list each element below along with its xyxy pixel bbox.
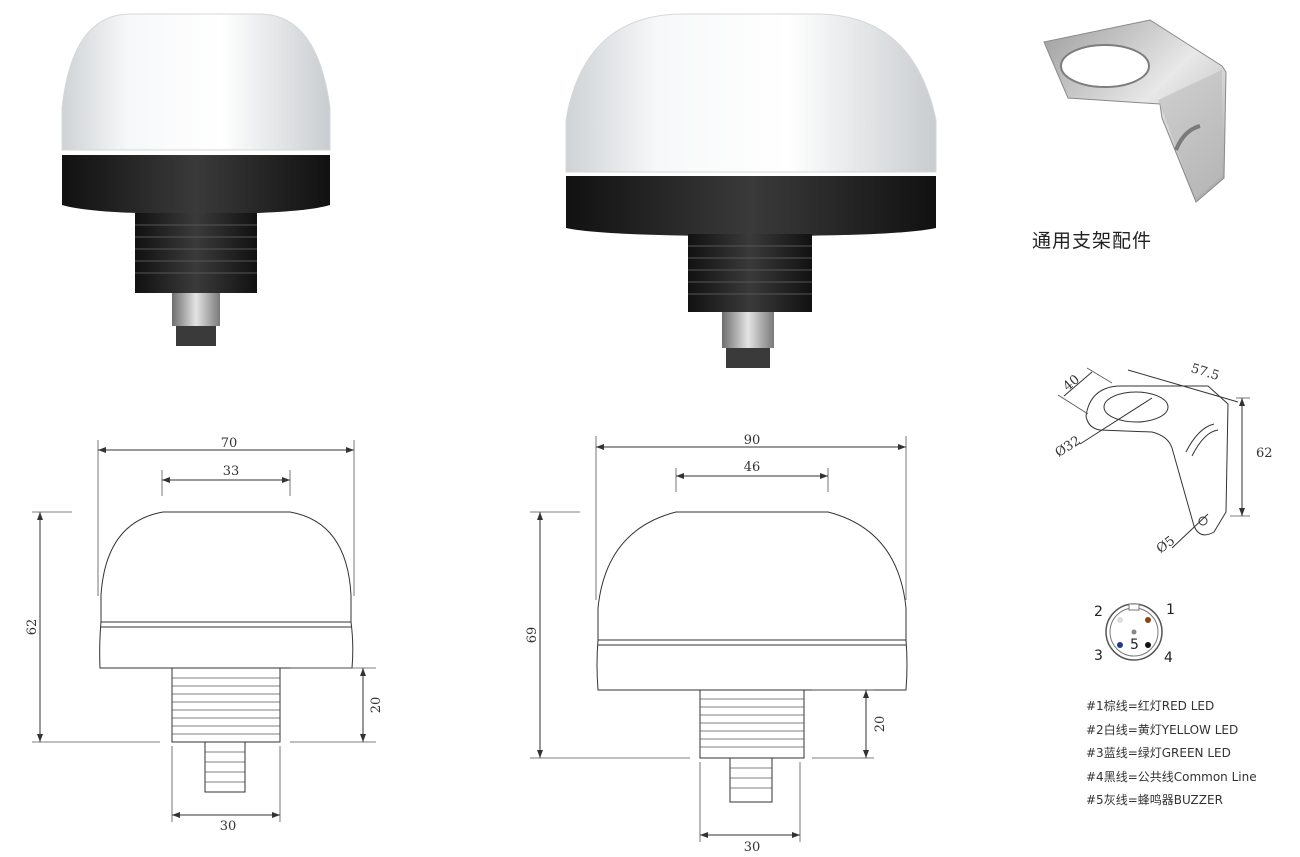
pin-1-dot xyxy=(1145,617,1151,623)
large-base-dim: 30 xyxy=(744,840,761,855)
wiring-item-3: #3蓝线=绿灯GREEN LED xyxy=(1086,746,1231,760)
wiring-item-2: #2白线=黄灯YELLOW LED xyxy=(1086,722,1239,737)
small-thread-dim: 20 xyxy=(369,697,384,714)
small-lamp-photo xyxy=(61,13,331,346)
bracket-caption: 通用支架配件 xyxy=(1032,230,1153,252)
bracket-dim-62: 62 xyxy=(1256,446,1273,461)
connector-pinout: 1 2 3 4 5 xyxy=(1094,602,1175,666)
large-thread-dim: 20 xyxy=(873,716,888,733)
large-top-dim: 46 xyxy=(744,460,761,475)
bracket-dim-40: 40 xyxy=(1061,372,1083,394)
wiring-list: #1棕线=红灯RED LED #2白线=黄灯YELLOW LED #3蓝线=绿灯… xyxy=(1086,695,1257,813)
large-lamp-drawing: 90 46 69 20 xyxy=(525,433,908,855)
pin-3-label: 3 xyxy=(1094,648,1103,664)
wiring-item-1: #1棕线=红灯RED LED xyxy=(1086,699,1215,713)
pin-2-label: 2 xyxy=(1094,604,1103,620)
bracket-photo xyxy=(1043,19,1227,203)
small-width-dim: 70 xyxy=(221,436,238,451)
bracket-dim-57-5: 57.5 xyxy=(1189,361,1221,384)
wiring-item-4: #4黑线=公共线Common Line xyxy=(1086,769,1257,784)
large-height-dim: 69 xyxy=(525,627,540,644)
pin-5-dot xyxy=(1131,629,1137,635)
small-top-dim: 33 xyxy=(223,464,240,479)
pin-2-dot xyxy=(1117,617,1123,623)
pin-1-label: 1 xyxy=(1166,602,1175,618)
bracket-dim-d5: Ø5 xyxy=(1154,534,1178,557)
bracket-drawing: 40 57.5 Ø32 62 Ø5 xyxy=(1053,361,1273,557)
large-lamp-photo xyxy=(565,13,937,368)
large-width-dim: 90 xyxy=(744,433,761,448)
bracket-dim-d32: Ø32 xyxy=(1053,433,1084,460)
small-height-dim: 62 xyxy=(25,619,40,636)
small-lamp-drawing: 70 33 62 20 xyxy=(25,436,384,834)
small-base-dim: 30 xyxy=(220,819,237,834)
wiring-item-5: #5灰线=蜂鸣器BUZZER xyxy=(1086,793,1223,807)
pin-4-dot xyxy=(1145,642,1151,648)
pin-5-label: 5 xyxy=(1130,637,1139,653)
pin-3-dot xyxy=(1117,642,1123,648)
pin-4-label: 4 xyxy=(1164,650,1173,666)
